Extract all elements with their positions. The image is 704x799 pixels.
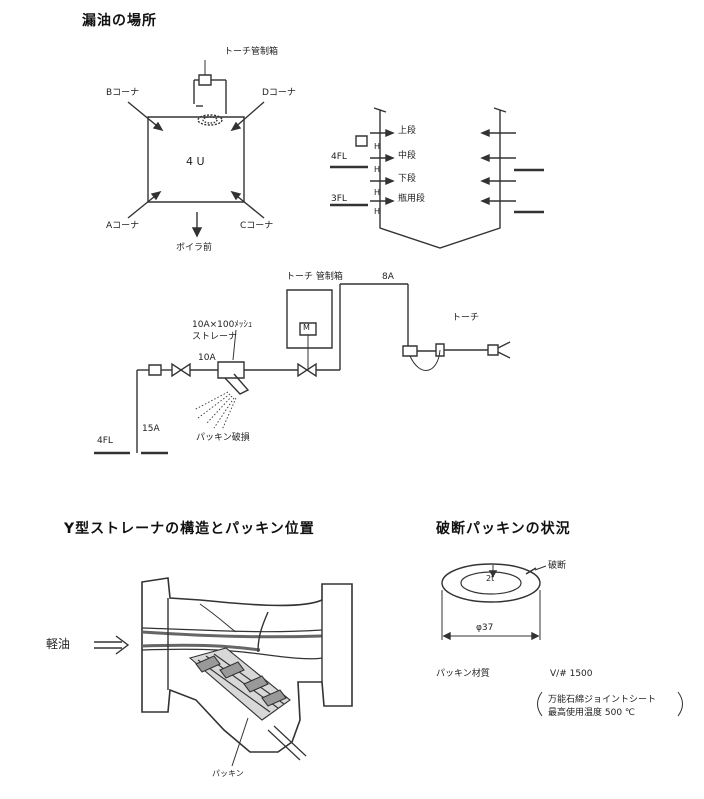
- light-oil-label: 軽油: [46, 637, 71, 651]
- piping-schematic: [94, 284, 510, 453]
- torch-label: トーチ: [452, 313, 480, 323]
- furnace-box: [148, 117, 244, 202]
- upper-stage-label: 上段: [398, 126, 417, 136]
- strainer-screen: [190, 648, 290, 720]
- motor-label: M: [303, 323, 310, 332]
- material-name: 万能石綿ジョイントシート: [548, 695, 657, 705]
- size-15a-label: 15A: [142, 424, 160, 434]
- strainer-spec-label: 10A×100ﾒｯｼｭ: [192, 320, 253, 330]
- unit-label: 4 U: [186, 155, 205, 168]
- boiler-front-label: ボイラ前: [176, 243, 213, 253]
- b-corner-label: Bコーナ: [106, 88, 140, 98]
- leak-spray: [194, 392, 236, 430]
- backup-stage-label: 瓶用段: [398, 194, 426, 204]
- h-mark-3: H: [374, 188, 381, 197]
- material-code: V/# 1500: [550, 669, 593, 679]
- broken-packing-title: 破断パッキンの状況: [436, 521, 571, 537]
- packing-label: パッキン: [212, 769, 244, 778]
- burner-elevation: [330, 108, 544, 248]
- lower-stage-label: 下段: [398, 174, 417, 184]
- furnace-plan: [128, 60, 264, 236]
- break-label: 破断: [548, 561, 567, 571]
- c-corner-label: Cコーナ: [240, 221, 274, 231]
- size-8a-label: 8A: [382, 272, 394, 282]
- material-label: パッキン材質: [436, 669, 490, 679]
- diameter-label: φ37: [476, 623, 494, 633]
- h-mark-4: H: [374, 207, 381, 216]
- elevation-4fl-label: 4FL: [331, 152, 347, 162]
- piping-4fl-label: 4FL: [97, 436, 113, 446]
- strainer-name-label: ストレーナ: [192, 332, 238, 342]
- elevation-3fl-label: 3FL: [331, 194, 347, 204]
- h-mark-1: H: [374, 142, 381, 151]
- y-strainer-title: Y型ストレーナの構造とパッキン位置: [64, 521, 315, 537]
- torch-box-label: トーチ 管制箱: [286, 272, 343, 282]
- middle-stage-label: 中段: [398, 151, 417, 161]
- leak-location-title: 漏油の場所: [82, 13, 157, 29]
- h-mark-2: H: [374, 165, 381, 174]
- d-corner-label: Dコーナ: [262, 88, 296, 98]
- size-10a-label: 10A: [198, 353, 216, 363]
- thickness-label: 2t: [486, 574, 495, 583]
- max-temperature: 最高使用温度 500 ℃: [548, 708, 636, 718]
- y-strainer-section: [94, 578, 352, 766]
- packing-ring: [442, 564, 683, 716]
- torch-box-top-label: トーチ管制箱: [224, 47, 279, 57]
- packing-damage-label: パッキン破損: [196, 433, 250, 443]
- a-corner-label: Aコーナ: [106, 221, 140, 231]
